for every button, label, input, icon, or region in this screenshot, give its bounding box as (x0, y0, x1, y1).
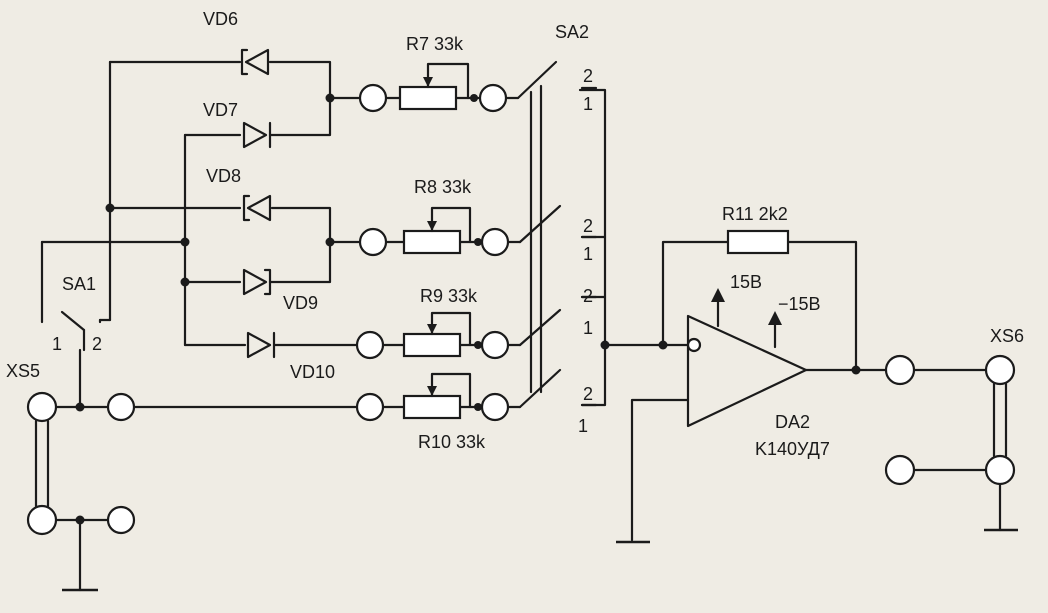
label-sa2-row3-pos2: 2 (583, 286, 593, 306)
resistor-r11 (726, 229, 790, 255)
label-sa2-row3-pos1: 1 (583, 318, 593, 338)
label-vd8: VD8 (206, 166, 241, 186)
label-sa2-row4-pos1: 1 (578, 416, 588, 436)
potentiometer-r10 (402, 372, 472, 420)
potentiometer-r9 (402, 311, 472, 358)
diode-vd7 (242, 121, 272, 149)
junction-dots (75, 93, 861, 525)
diode-vd6 (240, 48, 270, 76)
connector-xs6 (984, 354, 1016, 486)
label-r7: R7 33k (406, 34, 464, 54)
label-vd10: VD10 (290, 362, 335, 382)
label-sa2-row1-pos2: 2 (583, 66, 593, 86)
label-sa1-pos2: 2 (92, 334, 102, 354)
supply-neg-arrow-icon (768, 311, 782, 325)
label-vd9: VD9 (283, 293, 318, 313)
wires (40, 60, 1002, 592)
label-xs6: XS6 (990, 326, 1024, 346)
label-sa2: SA2 (555, 22, 589, 42)
label-r9: R9 33k (420, 286, 478, 306)
label-sa1-pos1: 1 (52, 334, 62, 354)
potentiometer-r7 (398, 62, 470, 111)
potentiometer-r8 (402, 206, 472, 255)
diode-vd10 (246, 331, 276, 359)
opamp-da2 (686, 314, 808, 428)
label-xs5: XS5 (6, 361, 40, 381)
supply-pos-arrow-icon (711, 288, 725, 302)
label-da2-type: K140УД7 (755, 439, 830, 459)
label-vd7: VD7 (203, 100, 238, 120)
label-supply-pos: 15B (730, 272, 762, 292)
label-sa1: SA1 (62, 274, 96, 294)
diode-vd8 (242, 194, 272, 222)
label-da2: DA2 (775, 412, 810, 432)
label-r11: R11 2k2 (722, 204, 788, 224)
label-r10: R10 33k (418, 432, 486, 452)
label-sa2-row4-pos2: 2 (583, 384, 593, 404)
connector-xs5 (26, 391, 58, 536)
label-sa2-row2-pos2: 2 (583, 216, 593, 236)
switch-sa1 (60, 310, 102, 352)
diode-vd9 (242, 268, 272, 296)
label-r8: R8 33k (414, 177, 472, 197)
label-sa2-row2-pos1: 1 (583, 244, 593, 264)
label-supply-neg: −15B (778, 294, 821, 314)
label-vd6: VD6 (203, 9, 238, 29)
labels: VD6 VD7 VD8 VD9 VD10 R7 33k R8 33k R9 33… (6, 9, 1024, 459)
switch-sa2 (516, 60, 598, 409)
label-sa2-row1-pos1: 1 (583, 94, 593, 114)
